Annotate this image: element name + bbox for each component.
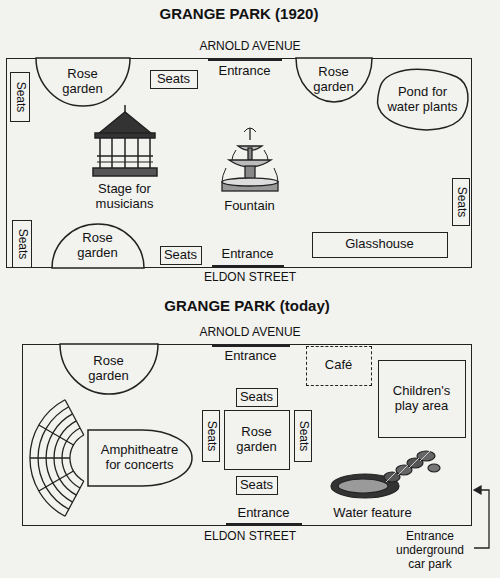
- entrance-gate: Entrance: [212, 344, 290, 366]
- area-box: Rose garden: [224, 410, 290, 470]
- bandstand-drawing: [93, 105, 157, 176]
- seats-box: Seats: [10, 72, 30, 122]
- map-title: GRANGE PARK (1920): [7, 5, 471, 22]
- seats-label: Seats: [13, 81, 27, 112]
- area-box: Glasshouse: [312, 232, 448, 258]
- rose-bed: Rose garden: [36, 58, 130, 106]
- car-park-note: Entrance underground car park: [387, 530, 473, 571]
- stage-area: Amphitheatre for concerts: [88, 430, 192, 486]
- area-label: Water feature: [333, 506, 411, 521]
- outline-path: [52, 224, 144, 268]
- amphitheatre-seating: [30, 400, 84, 517]
- seats-box: Seats: [294, 410, 312, 462]
- entrance-gate: Entrance: [212, 244, 284, 268]
- entrance-gate: Entrance: [226, 504, 302, 526]
- feature-caption: Water feature: [318, 504, 428, 523]
- outline-path: [377, 69, 467, 130]
- outline-path: [296, 58, 372, 102]
- area-box: Children's play area: [378, 360, 466, 438]
- map-title: GRANGE PARK (today): [23, 297, 471, 314]
- area-label: Seats: [240, 390, 273, 405]
- area-label: Fountain: [224, 199, 275, 214]
- rose-bed: Rose garden: [296, 58, 372, 102]
- area-label: Entrance: [221, 247, 273, 262]
- area-label: Entrance: [237, 506, 289, 521]
- park-boundary: GRANGE PARK (today)EntranceCaféRose gard…: [22, 344, 472, 526]
- street-name: ELDON STREET: [150, 530, 350, 544]
- water-feature-drawing: [331, 451, 440, 498]
- seats-label: Seats: [296, 420, 310, 451]
- seats-label: Seats: [15, 228, 29, 259]
- area-label: Entrance: [218, 64, 270, 79]
- fountain-drawing: [222, 128, 278, 191]
- seat-aisle: [65, 481, 84, 516]
- street-name: ARNOLD AVENUE: [150, 40, 350, 54]
- area-box: Seats: [150, 70, 198, 89]
- seats-box: Seats: [452, 178, 470, 226]
- seat-aisle: [39, 471, 74, 491]
- area-label: Café: [325, 358, 352, 373]
- rose-bed: Rose garden: [52, 224, 144, 268]
- area-label: Rose garden: [70, 231, 126, 261]
- area-label: Seats: [240, 478, 273, 493]
- seats-box: Seats: [12, 220, 32, 268]
- feature-caption: Fountain: [215, 197, 285, 216]
- area-label: Rose garden: [229, 425, 285, 455]
- street-name: ARNOLD AVENUE: [150, 326, 350, 340]
- outline-path: [88, 430, 192, 486]
- area-label: Rose garden: [306, 65, 362, 95]
- street-name: ELDON STREET: [150, 271, 350, 285]
- cafe-box: Café: [306, 346, 372, 386]
- outline-path: [60, 344, 158, 394]
- area-box: Seats: [236, 476, 278, 495]
- area-label: Entrance: [224, 349, 276, 364]
- seats-box: Seats: [202, 410, 220, 462]
- feature-caption: Stage for musicians: [84, 180, 166, 214]
- seat-aisle: [65, 400, 84, 435]
- area-label: Rose garden: [81, 354, 137, 384]
- area-label: Seats: [157, 72, 190, 87]
- seat-row: [70, 435, 84, 481]
- area-label: Glasshouse: [345, 237, 414, 252]
- seat-aisle: [30, 457, 70, 458]
- seats-label: Seats: [204, 420, 218, 451]
- park-boundary: GRANGE PARK (1920)SeatsRose gardenSeatsE…: [6, 58, 472, 268]
- pond-outline: Pond for water plants: [376, 68, 470, 132]
- area-label: Pond for water plants: [385, 85, 461, 115]
- rose-bed: Rose garden: [60, 344, 158, 394]
- area-box: Seats: [236, 388, 278, 407]
- entrance-gate: Entrance: [208, 58, 282, 82]
- seats-label: Seats: [454, 186, 468, 217]
- seat-aisle: [39, 425, 74, 445]
- area-label: Amphitheatre for concerts: [100, 443, 179, 473]
- area-label: Rose garden: [55, 67, 111, 97]
- area-label: Seats: [164, 248, 197, 263]
- area-label: Stage for musicians: [87, 182, 163, 212]
- area-box: Seats: [160, 246, 202, 265]
- outline-path: [36, 58, 130, 106]
- car-park-pointer: [474, 486, 489, 548]
- area-label: Children's play area: [382, 384, 462, 414]
